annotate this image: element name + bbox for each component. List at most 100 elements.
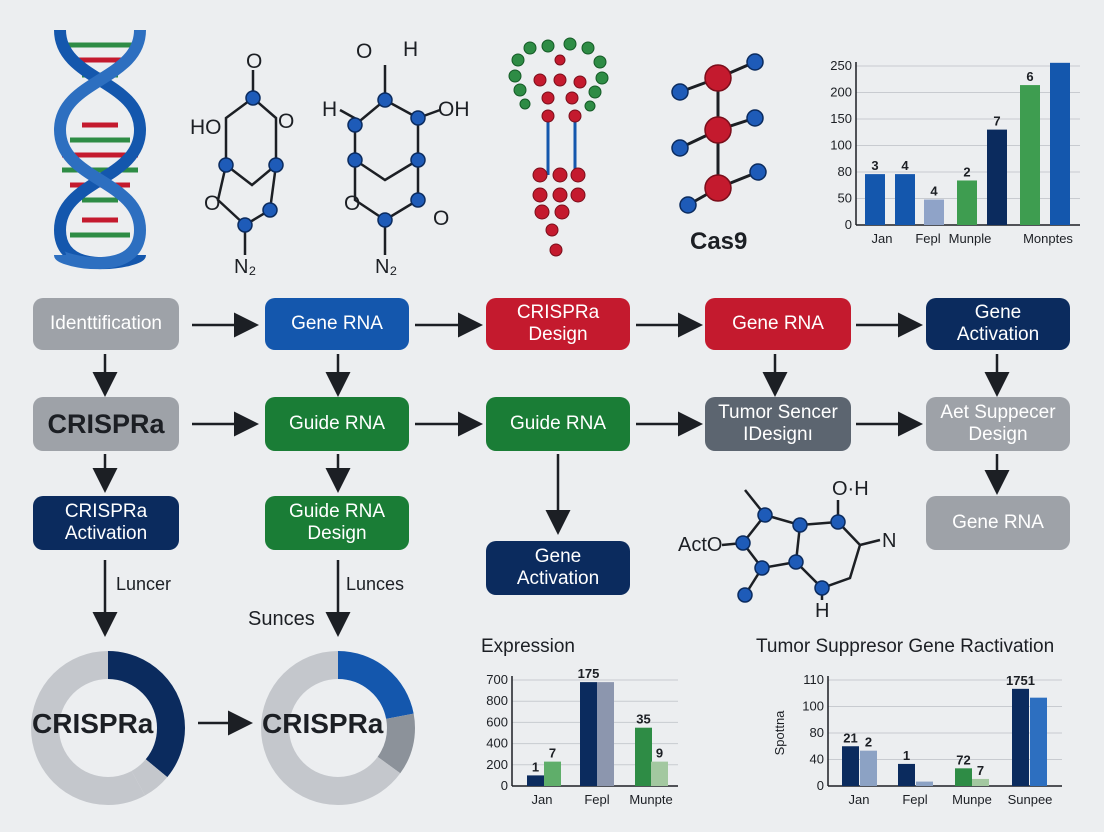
x-tick-label: Fepl [915,231,940,246]
ring-chart-2 [261,651,415,805]
bar [898,763,915,786]
y-tick-label: 400 [486,736,508,751]
bar-data-label: 35 [636,712,650,727]
atom-label: O [344,192,361,215]
bar [860,750,877,786]
atom-label: O [246,50,263,73]
bar-data-label: 21 [843,730,857,745]
y-tick-label: 600 [486,714,508,729]
y-tick-label: 110 [803,672,824,687]
node-guide-rna-2: Guide RNA [486,397,630,451]
node-guide-rna: Guide RNA [265,397,409,451]
arrow-label: Luncer [116,574,172,594]
ring-chart-1 [31,651,185,805]
bar [924,199,944,225]
node-gene-rna: Gene RNA [265,298,409,350]
y-tick-label: 0 [817,778,824,793]
bar-data-label: 4 [901,158,909,173]
y-tick-label: 0 [845,217,852,232]
bar-data-label: 7 [549,746,556,761]
bar [1050,62,1070,225]
node-gene-rna-3: Gene RNA [926,496,1070,550]
bar [580,682,597,786]
atom-label: O [278,110,295,133]
x-tick-label: Fepl [584,792,609,807]
chart-title-expression: Expression [481,636,575,657]
bar-data-label: 7 [993,114,1000,129]
y-tick-label: 250 [830,60,852,73]
atom-label: O [356,40,373,63]
y-tick-label: 800 [486,693,508,708]
atom-label: N₂ [375,256,398,278]
x-tick-label: Munpte [629,792,672,807]
atom-label: H [403,38,419,61]
y-tick-label: 50 [838,191,852,206]
bar-data-label: 1 [532,759,539,774]
flow-arrows [92,312,1010,736]
node-guide-rna-design: Guide RNA Design [265,496,409,550]
y-tick-label: 100 [830,138,852,153]
bar-chart-top: 0508010015020025034427621JanFeplMunpleMo… [830,60,1080,246]
bar [544,761,561,786]
y-axis-label: Spottna [772,710,787,756]
node-gene-activation-2: Gene Activation [486,541,630,595]
atom-label: O [433,207,450,230]
atom-label: OH [438,98,470,121]
bar [635,727,652,786]
chart-title-tumor: Tumor Suppresor Gene Ractivation [756,636,1055,657]
y-tick-label: 80 [838,164,852,179]
bar [957,180,977,225]
y-tick-label: 200 [830,85,852,100]
bar-data-label: 4 [930,184,938,199]
arrow-label: Sunces [248,608,315,630]
ring-segment [261,651,415,805]
x-tick-label: Jan [849,792,870,807]
bar-data-label: 3 [871,158,878,173]
arrow-label: Lunces [346,574,405,594]
dna-helix-icon [53,29,147,270]
bar [895,174,915,225]
ring-segment [261,651,415,805]
x-tick-label: Sunpee [1008,792,1053,807]
bar [527,775,544,786]
y-tick-label: 80 [810,725,824,740]
bar [651,761,668,786]
atom-label: O·H [832,478,869,500]
atom-label: H [815,600,830,622]
bar-data-label: 2 [963,164,970,179]
cas9-icon [671,53,767,214]
bar [955,768,972,786]
node-identification: Identtification [33,298,179,350]
bar [865,174,885,225]
y-tick-label: 0 [501,778,508,793]
y-tick-label: 100 [802,699,824,714]
atom-label: H [322,98,338,121]
x-tick-label: Monptes [1023,231,1073,246]
node-aet-suppecer-design: Aet Suppecer Design [926,397,1070,451]
node-crispra: CRISPRa [33,397,179,451]
bar [987,129,1007,225]
bar [972,778,989,786]
bar [842,746,859,786]
x-tick-label: Munpe [952,792,992,807]
atom-label: N₂ [234,256,257,278]
bar-data-label: 1751 [1006,673,1035,688]
bar-data-label: 1 [903,748,910,763]
x-tick-label: Jan [532,792,553,807]
atom-label: HO [190,116,222,139]
node-gene-activation: Gene Activation [926,298,1070,350]
rna-hairpin-icon [508,37,609,257]
bar-data-label: 9 [656,746,663,761]
node-crispra-activation: CRISPRa Activation [33,496,179,550]
atom-label: ActO [678,534,723,556]
ring-segment [31,651,185,805]
y-tick-label: 150 [830,111,852,126]
atom-label: O [204,192,221,215]
node-tumor-sencer-design: Tumor Sencer IDesignı [705,397,851,451]
x-tick-label: Munple [949,231,992,246]
bar-data-label: 72 [956,752,970,767]
node-crispra-design: CRISPRa Design [486,298,630,350]
bar [597,682,614,786]
